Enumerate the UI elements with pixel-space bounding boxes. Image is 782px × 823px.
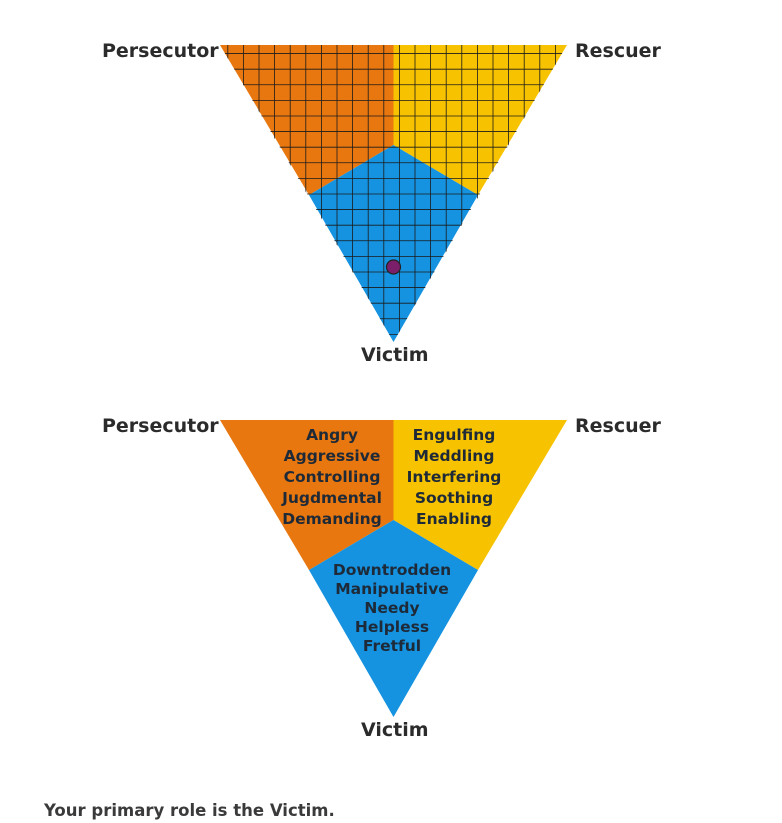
trait-item: Demanding xyxy=(282,510,382,528)
persecutor-region xyxy=(220,45,394,195)
victim-label: Victim xyxy=(361,719,429,741)
result-text: Your primary role is the Victim. xyxy=(44,800,335,820)
trait-item: Manipulative xyxy=(335,580,449,598)
persecutor-label: Persecutor xyxy=(102,40,219,62)
drama-triangle-grid xyxy=(220,45,567,342)
trait-item: Downtrodden xyxy=(332,561,452,579)
trait-item: Needy xyxy=(364,599,420,617)
trait-item: Interfering xyxy=(406,468,502,486)
trait-item: Helpless xyxy=(354,618,430,636)
role-diagram-traits: Persecutor Rescuer Victim Angry Aggressi… xyxy=(0,405,782,755)
rescuer-region xyxy=(393,45,567,195)
drama-triangle-traits xyxy=(220,420,567,717)
rescuer-label: Rescuer xyxy=(575,40,661,62)
victim-region xyxy=(309,520,478,717)
trait-item: Enabling xyxy=(416,510,492,528)
trait-item: Jugdmental xyxy=(282,489,382,507)
trait-item: Angry xyxy=(306,426,358,444)
persecutor-region xyxy=(220,420,394,570)
rescuer-label: Rescuer xyxy=(575,415,661,437)
trait-item: Controlling xyxy=(283,468,381,486)
victim-traits: Downtrodden Manipulative Needy Helpless … xyxy=(322,561,462,656)
trait-item: Meddling xyxy=(413,447,495,465)
position-marker xyxy=(385,259,402,275)
role-diagram-grid: Persecutor Rescuer Victim xyxy=(0,30,782,380)
trait-item: Aggressive xyxy=(283,447,381,465)
victim-label: Victim xyxy=(361,344,429,366)
trait-item: Engulfing xyxy=(412,426,496,444)
trait-item: Fretful xyxy=(362,637,422,655)
rescuer-traits: Engulfing Meddling Interfering Soothing … xyxy=(396,425,512,530)
trait-item: Soothing xyxy=(414,489,494,507)
rescuer-region xyxy=(393,420,567,570)
persecutor-traits: Angry Aggressive Controlling Jugdmental … xyxy=(272,425,392,530)
persecutor-label: Persecutor xyxy=(102,415,219,437)
